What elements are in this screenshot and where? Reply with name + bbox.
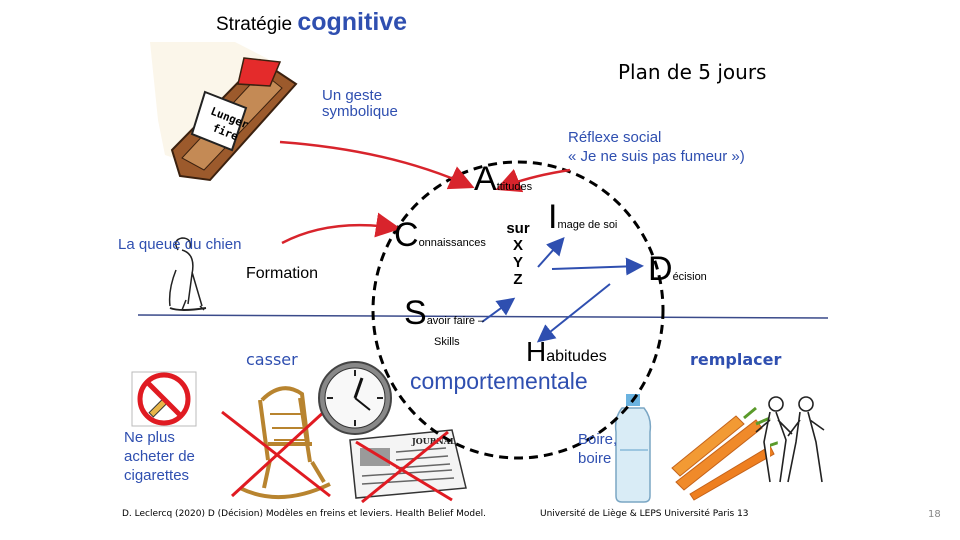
arrow-geste-to-attitudes [279,140,475,190]
dashed-circle [371,160,665,460]
coffin-image [150,42,298,182]
letter-h: Habitudes [526,336,607,368]
letter-i-rest: mage de soi [557,219,618,231]
carrots-image [671,406,781,501]
newspaper-headline: JOURNAL [411,436,456,446]
letter-s-rest2: Skills [434,336,460,348]
arrow-xyz-to-habitudes [536,283,611,343]
neplus-label: Ne plus acheter de cigarettes [124,428,195,485]
letter-s: Savoir faire – [404,294,484,333]
sur-block: sur X Y Z [503,220,533,288]
letter-s-rest1: avoir faire – [426,315,485,327]
neplus-line2: acheter de [124,448,195,465]
boire-line1: Boire, [578,431,618,448]
footer-university: Université de Liège & LEPS Université Pa… [540,509,749,519]
slide-title: Stratégie cognitive [216,8,407,37]
geste-line2: symbolique [322,103,398,120]
horizon-line [137,314,829,319]
newspaper-cross-a [355,440,453,502]
reflexe-line2: « Je ne suis pas fumeur ») [568,148,745,165]
footer-reference: D. Leclercq (2020) D (Décision) Modèles … [122,509,487,519]
arrow-reflexe-to-attitudes [495,168,571,193]
runners-image [755,396,825,483]
boire-label: Boire, boire [578,430,617,468]
letter-a-cap: A [474,160,497,198]
sur-x: X [512,237,523,254]
geste-line1: Un geste [322,87,383,104]
boire-line2: boire [578,450,612,467]
water-bottle-image [614,394,652,503]
arrow-queue-to-connaissances [281,212,401,245]
plan-label: Plan de 5 jours [618,60,767,84]
arrow-xyz-to-decision [551,257,644,276]
letter-a-rest: ttitudes [496,181,533,193]
chair-cross-b [230,408,328,498]
casser-label: casser [246,350,298,369]
letter-h-cap: H [526,336,547,367]
page-number: 18 [928,509,941,520]
letter-d-cap: D [648,250,673,288]
formation-label: Formation [246,265,319,282]
arrow-skills-to-xyz [481,297,516,323]
remplacer-label: remplacer [690,350,782,369]
sur-y: Y [512,254,523,271]
letter-i-cap: I [548,198,558,236]
rocking-chair-image [239,386,331,499]
letter-a: Attitudes [474,160,532,199]
comportementale-label: comportementale [410,368,588,394]
clock-image [318,361,392,435]
letter-c-rest: onnaissances [418,237,486,249]
letter-i: Image de soi [548,198,617,237]
neplus-line3: cigarettes [124,467,190,484]
dog-image [168,237,207,311]
letter-c-cap: C [394,216,419,254]
sur-z: Z [513,271,523,288]
letter-d: Décision [648,250,707,289]
letter-d-rest: écision [672,271,707,283]
title-emphasis: cognitive [297,8,408,36]
geste-label: Un geste symbolique [322,88,398,120]
letter-c: Connaissances [394,216,486,255]
neplus-line1: Ne plus [124,429,175,446]
sur-word: sur [506,220,530,237]
letter-s-cap: S [404,294,427,332]
newspaper-cross-b [361,430,449,504]
queue-label: La queue du chien [118,236,242,253]
no-smoking-sign [131,371,197,427]
letter-h-rest: abitudes [546,348,607,365]
arrow-xyz-to-image [537,237,565,268]
reflexe-label: Réflexe social « Je ne suis pas fumeur »… [568,128,745,166]
title-prefix: Stratégie [216,14,293,35]
reflexe-line1: Réflexe social [568,129,662,146]
